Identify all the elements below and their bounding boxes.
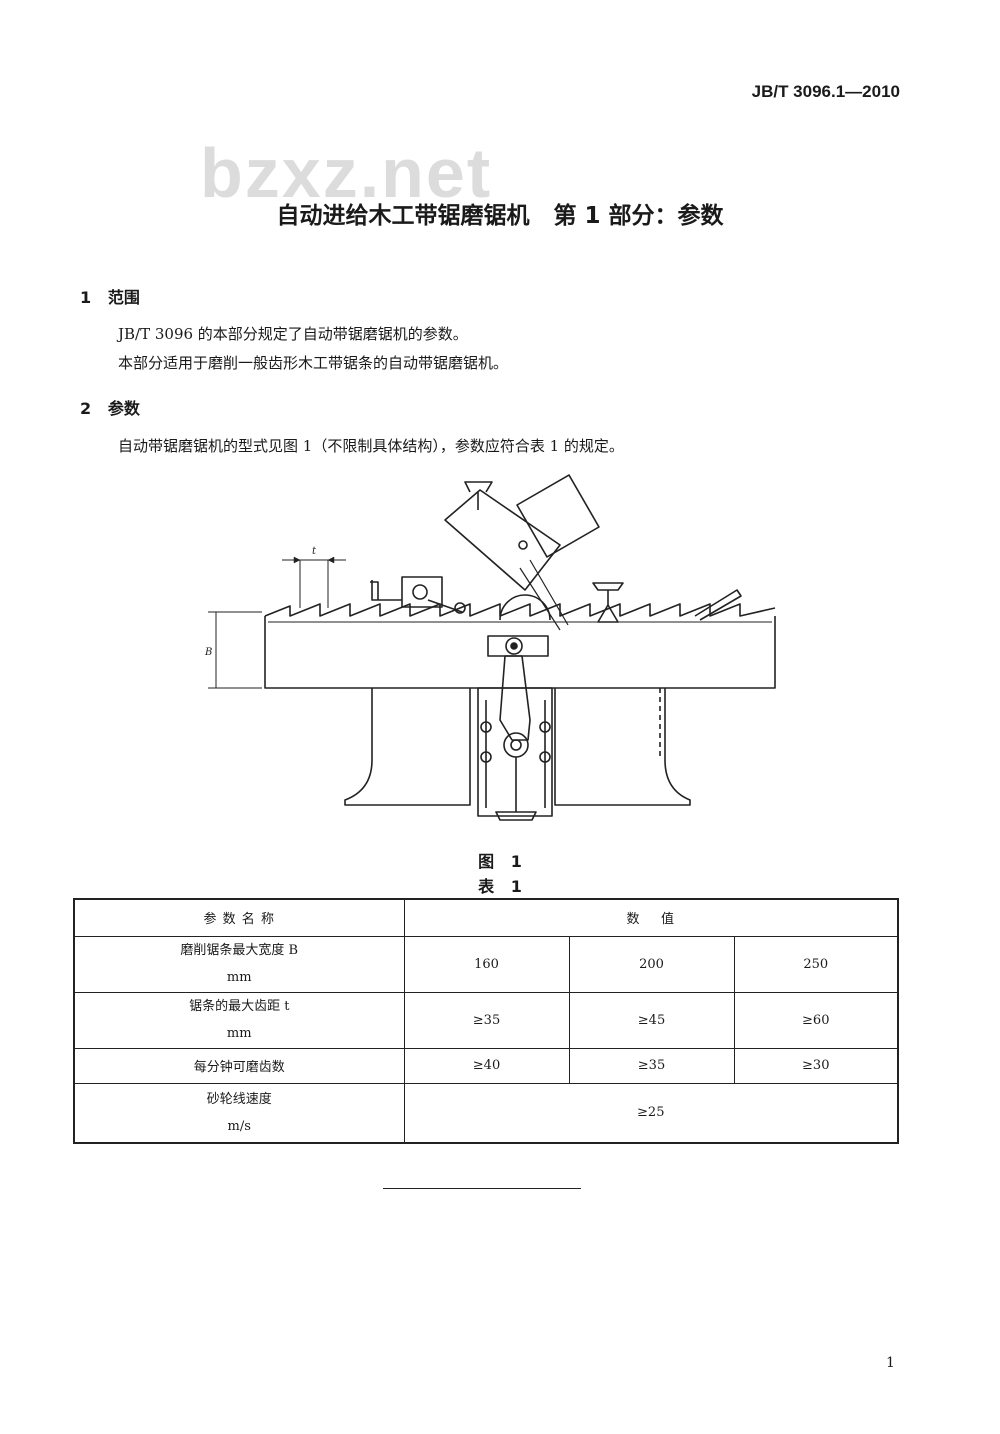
value-cell: 250 [733, 935, 899, 993]
table-row: 磨削锯条最大宽度 B mm 160 200 250 [73, 935, 899, 993]
table-row: 锯条的最大齿距 t mm ≥35 ≥45 ≥60 [73, 991, 899, 1049]
table-row: 砂轮线速度 m/s ≥25 [73, 1082, 899, 1144]
header-value: 数 值 [403, 898, 899, 937]
value-cell: ≥60 [733, 991, 899, 1049]
param-cell: 砂轮线速度 m/s [73, 1082, 405, 1144]
value-cell: 200 [568, 935, 735, 993]
grinding-head [444, 489, 561, 591]
param-name: 砂轮线速度 [206, 1091, 272, 1107]
param-cell: 锯条的最大齿距 t mm [73, 991, 405, 1049]
value-cell-merged: ≥25 [403, 1082, 899, 1144]
machine-drawing: t B [204, 474, 776, 821]
param-name: 每分钟可磨齿数 [73, 1047, 405, 1084]
lever-arm [499, 655, 531, 741]
value-cell: ≥35 [403, 991, 570, 1049]
page-title: 自动进给木工带锯磨锯机 第 1 部分：参数 [276, 203, 724, 229]
table-header-row: 参 数 名 称 数 值 [73, 898, 899, 937]
param-name: 磨削锯条最大宽度 B [180, 943, 299, 958]
dimension-label-t: t [312, 546, 317, 557]
parameters-paragraph: 自动带锯磨锯机的型式见图 1（不限制具体结构），参数应符合表 1 的规定。 [118, 437, 624, 455]
value-cell: ≥35 [568, 1047, 735, 1084]
param-name: 锯条的最大齿距 t [189, 999, 290, 1014]
value-cell: ≥40 [403, 1047, 570, 1084]
value-cell: ≥45 [568, 991, 735, 1049]
dimension-label-b: B [204, 647, 212, 658]
table-caption: 表 1 [478, 877, 522, 896]
value-cell: ≥30 [733, 1047, 899, 1084]
figure-caption: 图 1 [478, 852, 522, 871]
scope-paragraph-2: 本部分适用于磨削一般齿形木工带锯条的自动带锯磨锯机。 [118, 354, 509, 372]
base-right-leg [554, 688, 691, 806]
param-unit: m/s [227, 1118, 251, 1134]
header-param-name: 参 数 名 称 [73, 898, 405, 937]
end-rule [383, 1188, 581, 1189]
param-cell: 磨削锯条最大宽度 B mm [73, 935, 405, 993]
section-heading-parameters: 2 参数 [80, 399, 140, 418]
document-number: JB/T 3096.1—2010 [751, 82, 900, 101]
table-row: 每分钟可磨齿数 ≥40 ≥35 ≥30 [73, 1047, 899, 1084]
page-number: 1 [886, 1355, 895, 1371]
watermark: bzxz.net [200, 134, 493, 212]
value-cell: 160 [403, 935, 570, 993]
parameter-table: 参 数 名 称 数 值 磨削锯条最大宽度 B mm 160 200 250 锯条… [73, 898, 900, 1144]
base-left-leg [344, 688, 471, 806]
param-unit: mm [226, 1026, 252, 1041]
section-heading-scope: 1 范围 [80, 288, 140, 307]
param-unit: mm [226, 970, 252, 985]
scope-paragraph-1: JB/T 3096 的本部分规定了自动带锯磨锯机的参数。 [118, 325, 468, 343]
saw-teeth [264, 603, 776, 617]
